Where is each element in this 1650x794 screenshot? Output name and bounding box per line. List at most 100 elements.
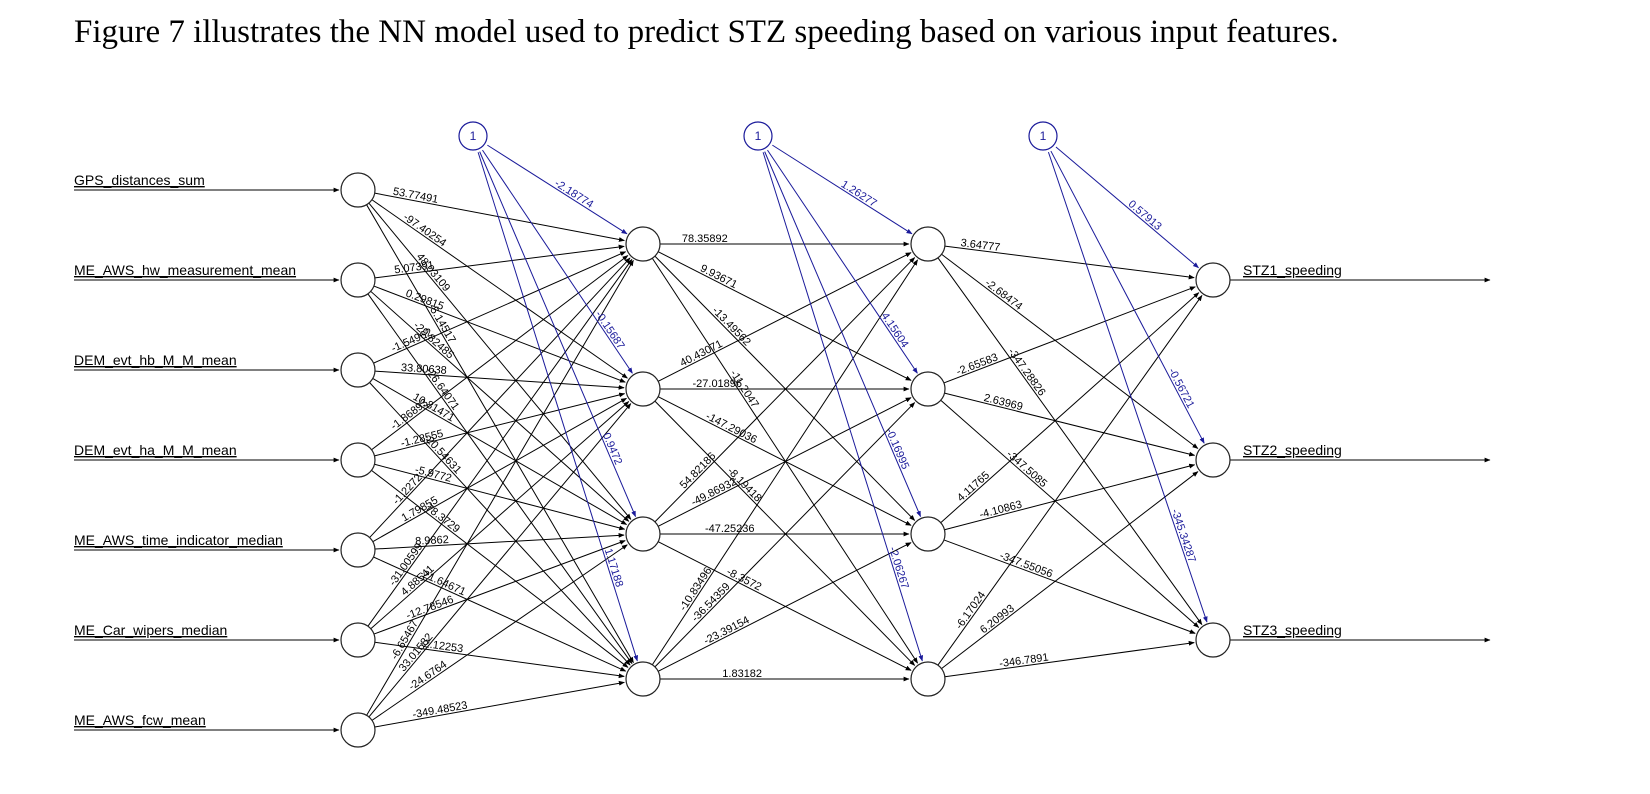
bias-node-label: 1 [470,129,477,143]
figure-caption: Figure 7 illustrates the NN model used t… [74,14,1339,50]
weight-label: -2.68474 [983,277,1025,313]
hidden1-node [625,226,661,262]
bias-weight-label: -0.15687 [592,309,626,352]
weight-edge [373,556,627,672]
weight-edge [944,463,1196,531]
weight-edge [943,539,1196,634]
bias-node [1028,121,1058,151]
output-node [1195,442,1231,478]
weight-label: -347.28826 [1005,346,1047,398]
input-label: ME_AWS_time_indicator_median [74,532,283,548]
bias-edge [1055,146,1199,269]
weight-edge [366,204,634,664]
input-label: ME_AWS_hw_measurement_mean [74,262,296,278]
weight-label: -97.40254 [401,211,448,249]
weight-edge [374,370,625,390]
bias-edge [479,151,636,518]
weight-edge [372,378,628,525]
weight-label: -347.5085 [1004,448,1049,490]
hidden2-node [910,371,946,407]
bias-edge [482,149,633,374]
bias-weight-label: 4.15604 [878,310,910,350]
bias-weight-label: 0.9472 [600,431,624,467]
weight-edge [654,400,916,666]
bias-edge [767,149,918,374]
input-label: ME_Car_wipers_median [74,622,227,638]
input-label: GPS_distances_sum [74,172,205,188]
weight-label: 40.43071 [678,338,724,370]
weight-label: -23.39154 [702,614,752,647]
weight-edge [654,255,916,521]
weight-label: 1.83182 [722,668,762,680]
weight-label: 4.11765 [955,469,992,504]
weight-label: 9.93671 [698,262,739,291]
hidden2-node [910,226,946,262]
weight-label: 8.9862 [415,534,449,548]
bias-weight-label: -2.06267 [886,545,910,590]
bias-node-label: 1 [1040,129,1047,143]
input-node [340,262,376,298]
output-label: STZ3_speeding [1243,622,1342,638]
bias-edge [487,144,628,235]
input-label: ME_AWS_fcw_mean [74,712,206,728]
connections-layer [74,144,1491,733]
weight-label: -2.65583 [955,351,1000,378]
weight-label: 0.29815 [404,287,445,312]
weight-label: -12.78546 [405,594,456,623]
hidden1-node [625,371,661,407]
weight-edge [371,544,628,721]
bias-edge [477,152,639,662]
weight-label: 53.77491 [392,186,439,206]
weight-label: 54.82186 [678,450,719,491]
input-node [340,622,376,658]
bias-weight-label: -0.56721 [1166,366,1197,410]
output-label: STZ2_speeding [1243,442,1342,458]
weight-edge [370,401,630,630]
weight-edge [944,245,1195,280]
weight-edge [374,463,626,531]
output-node [1195,262,1231,298]
bias-weight-label: 1.17188 [602,547,625,589]
weight-edge [370,290,630,522]
input-label: DEM_evt_ha_M_M_mean [74,442,237,458]
weight-edge [940,399,1200,628]
bias-node [458,121,488,151]
hidden2-node [910,661,946,697]
weight-label: 3.64777 [960,237,1001,254]
bias-edge [1050,150,1205,444]
weight-edge [657,541,912,671]
weight-edge [374,641,625,679]
weight-edge [366,259,634,716]
weight-label: -27.01896 [692,378,742,390]
weight-label: 33.80638 [401,362,448,377]
weight-label: -346.7891 [999,652,1050,671]
bias-edge [764,151,921,518]
input-labels-layer: GPS_distances_sumME_AWS_hw_measurement_m… [74,172,1342,728]
weight-edge [944,640,1195,678]
weight-edge [371,255,629,451]
hidden2-node [910,516,946,552]
bias-weight-label: 1.26277 [839,178,879,209]
weight-edge [657,542,912,672]
weight-label: 2.63969 [982,392,1023,413]
weight-edge [657,252,912,382]
output-label: STZ1_speeding [1243,262,1342,278]
weight-edge [654,257,916,523]
bias-weight-label: -0.16995 [883,427,911,472]
weight-edge [374,532,625,550]
weight-edge [368,403,632,718]
weight-edge [374,392,626,457]
weight-edge [368,202,632,520]
hidden1-node [625,516,661,552]
weight-label: -2.12253 [419,638,464,656]
weight-edge [654,402,916,668]
weight-edge [374,680,625,728]
weight-edge [373,540,626,635]
weight-edge [941,253,1199,449]
weight-edge [367,258,633,627]
weight-label: -4.10863 [978,499,1023,522]
weight-edge [940,292,1200,524]
weight-edge [657,251,912,381]
weight-label: -147.29036 [704,410,759,446]
